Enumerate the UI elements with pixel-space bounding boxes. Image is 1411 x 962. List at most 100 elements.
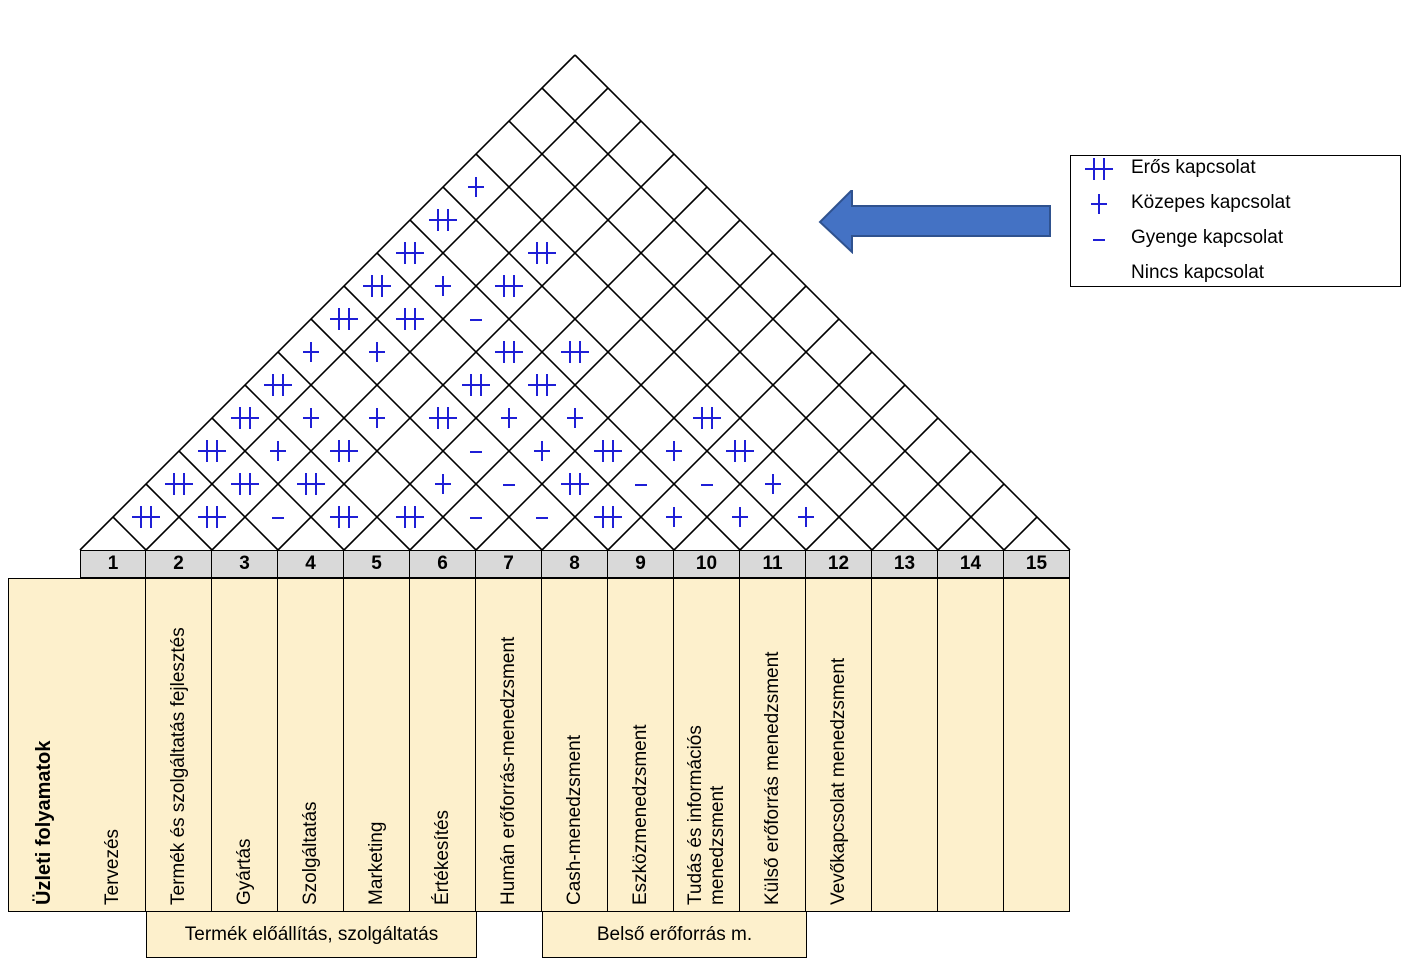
relation-medium-icon: [303, 342, 319, 362]
relation-medium-icon: [732, 507, 748, 527]
legend-label: Nincs kapcsolat: [1131, 262, 1265, 283]
relation-medium-icon: [666, 441, 682, 461]
legend-item: Nincs kapcsolat: [1071, 256, 1400, 292]
process-label: Külső erőforrás menedzsment: [761, 651, 783, 905]
roof-gridline: [475, 252, 774, 551]
process-cell: [1004, 578, 1070, 912]
relation-strong-icon: [429, 407, 457, 429]
relation-strong-icon: [132, 506, 160, 528]
relation-strong-icon: [297, 473, 325, 495]
relation-strong-icon: [396, 308, 424, 330]
process-label: Tudás és információs menedzsment: [684, 725, 728, 905]
relation-medium-icon: [501, 408, 517, 428]
roof-gridline: [541, 87, 1005, 551]
roof-gridline: [79, 54, 576, 551]
relation-strong-icon: [330, 308, 358, 330]
relation-strong-icon: [429, 209, 457, 231]
relation-strong-icon: [396, 242, 424, 264]
relation-medium-icon: [435, 276, 451, 296]
relation-strong-icon: [198, 440, 226, 462]
process-label: Szolgáltatás: [299, 801, 321, 905]
roof-gridline: [871, 450, 972, 551]
roof-gridline: [739, 384, 906, 551]
relation-strong-icon: [726, 440, 754, 462]
roof-gridline: [310, 318, 543, 551]
column-number: 4: [278, 550, 344, 578]
relation-strong-icon: [231, 407, 259, 429]
legend-medium-icon: [1091, 194, 1107, 214]
roof-gridline: [574, 54, 1071, 551]
process-cell: Gyártás: [212, 578, 278, 912]
column-number: 3: [212, 550, 278, 578]
process-cell: Eszközmenedzsment: [608, 578, 674, 912]
relation-medium-icon: [666, 507, 682, 527]
column-number: 1: [80, 550, 146, 578]
row-header-cell: Üzleti folyamatok: [8, 578, 81, 912]
relation-medium-icon: [270, 441, 286, 461]
relation-strong-icon: [528, 374, 556, 396]
left-arrow-icon: [818, 190, 1051, 254]
relation-medium-icon: [369, 408, 385, 428]
process-cell: Cash-menedzsment: [542, 578, 608, 912]
column-number: 13: [872, 550, 938, 578]
process-label: Vevőkapcsolat menedzsment: [827, 657, 849, 905]
column-number: 5: [344, 550, 410, 578]
roof-gridline: [409, 219, 741, 551]
legend-label: Közepes kapcsolat: [1131, 192, 1291, 213]
roof-gridline: [442, 186, 807, 551]
process-cell: Tervezés: [80, 578, 146, 912]
relation-strong-icon: [693, 407, 721, 429]
correlation-roof-matrix: [79, 54, 1071, 551]
column-number: 6: [410, 550, 476, 578]
relation-strong-icon: [165, 473, 193, 495]
legend-label: Gyenge kapcsolat: [1131, 227, 1284, 248]
roof-gridline: [376, 252, 675, 551]
column-number: 10: [674, 550, 740, 578]
process-cell: Értékesítés: [410, 578, 476, 912]
relation-medium-icon: [303, 408, 319, 428]
roof-gridline: [475, 153, 873, 551]
row-header-label: Üzleti folyamatok: [32, 740, 55, 905]
column-number: 11: [740, 550, 806, 578]
process-cell: Marketing: [344, 578, 410, 912]
roof-gridline: [145, 483, 213, 551]
column-number: 9: [608, 550, 674, 578]
relation-strong-icon: [495, 275, 523, 297]
legend-item: Gyenge kapcsolat: [1071, 221, 1400, 257]
process-cell: Vevőkapcsolat menedzsment: [806, 578, 872, 912]
process-label: Eszközmenedzsment: [629, 724, 651, 905]
column-number: 14: [938, 550, 1004, 578]
process-label: Humán erőforrás-menedzsment: [497, 636, 519, 905]
process-group-label: Belső erőforrás m.: [542, 911, 807, 958]
column-number: 2: [146, 550, 212, 578]
roof-gridline: [211, 417, 345, 551]
roof-gridline: [343, 186, 708, 551]
legend-label: Erős kapcsolat: [1131, 157, 1256, 178]
roof-gridline: [508, 120, 939, 551]
relation-strong-icon: [462, 374, 490, 396]
process-cell: Szolgáltatás: [278, 578, 344, 912]
relation-strong-icon: [264, 374, 292, 396]
roof-gridline: [211, 120, 642, 551]
process-label: Tervezés: [101, 828, 123, 905]
relation-strong-icon: [198, 506, 226, 528]
legend-item: Erős kapcsolat: [1071, 151, 1400, 187]
relation-medium-icon: [468, 177, 484, 197]
relation-medium-icon: [798, 507, 814, 527]
process-label: Marketing: [365, 821, 387, 905]
relation-strong-icon: [561, 341, 589, 363]
roof-gridline: [244, 384, 411, 551]
relation-strong-icon: [330, 506, 358, 528]
relation-medium-icon: [435, 474, 451, 494]
process-cell: Humán erőforrás-menedzsment: [476, 578, 542, 912]
roof-gridline: [607, 318, 840, 551]
legend-weak-icon: [1093, 239, 1105, 241]
process-cell: [938, 578, 1004, 912]
relation-strong-icon: [594, 440, 622, 462]
relation-strong-icon: [231, 473, 259, 495]
process-cell: Tudás és információs menedzsment: [674, 578, 740, 912]
process-cell: [872, 578, 938, 912]
process-group-label: Termék előállítás, szolgáltatás: [146, 911, 477, 958]
